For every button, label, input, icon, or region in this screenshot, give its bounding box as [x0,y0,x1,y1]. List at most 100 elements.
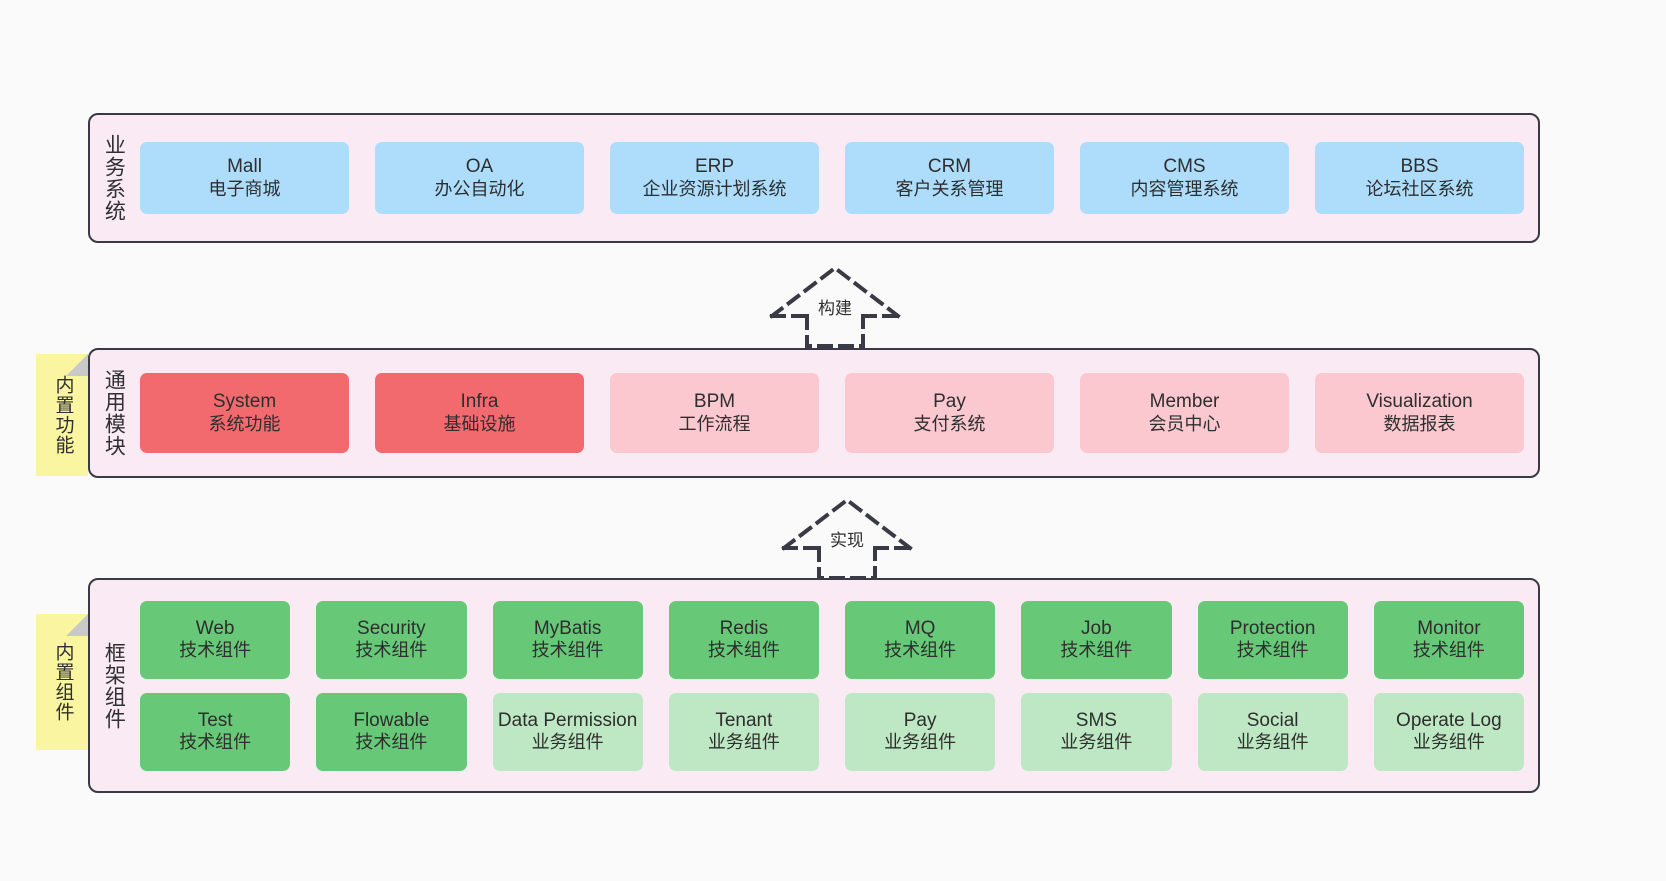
card-title-en: BBS [1400,156,1439,178]
card-title-en: System [212,391,277,413]
connector-build: 构建 [760,258,910,350]
card-title-cn: 工作流程 [678,413,751,434]
card-title-en: Job [1081,617,1112,639]
card-title-en: Social [1246,709,1299,731]
card-title-cn: 论坛社区系统 [1365,178,1474,199]
card-title-en: OA [465,156,494,178]
layer-title-common-modules: 通用模块 [102,369,126,457]
card-title-en: Member [1149,391,1220,413]
card-title-cn: 技术组件 [1060,640,1133,661]
card-title-cn: 技术组件 [884,640,957,661]
card-title-cn: 会员中心 [1148,413,1221,434]
card-title-cn: 技术组件 [1236,640,1309,661]
connector-implement: 实现 [772,490,922,582]
card-title-en: Flowable [353,709,430,731]
card-title-en: BPM [693,391,736,413]
card-title-en: CRM [927,156,972,178]
card-title-en: Visualization [1366,391,1473,413]
card-title-en: MQ [904,617,936,639]
card-title-en: Pay [933,391,966,413]
card-title-en: MyBatis [533,617,602,639]
card-title-en: Tenant [715,709,773,731]
card-title-en: Monitor [1417,617,1481,639]
card-title-en: Operate Log [1396,709,1502,731]
card-title-cn: 支付系统 [913,413,986,434]
card-title-cn: 业务组件 [1236,732,1309,753]
card-title-cn: 数据报表 [1383,413,1456,434]
layer-title-business-systems: 业务系统 [102,134,126,222]
card-title-cn: 业务组件 [884,732,957,753]
card-title-en: ERP [694,156,735,178]
card-title-en: Infra [460,391,499,413]
card-title-en: Test [197,709,233,731]
card-title-cn: 技术组件 [355,640,428,661]
card-title-cn: 内容管理系统 [1130,178,1239,199]
card-title-en: Protection [1229,617,1316,639]
card-title-en: Redis [719,617,769,639]
card-title-en: Data Permission [497,709,638,731]
card-title-en: CMS [1163,156,1206,178]
card-title-cn: 技术组件 [707,640,780,661]
card-title-cn: 技术组件 [179,732,252,753]
card-title-cn: 电子商城 [208,178,281,199]
card-title-cn: 技术组件 [355,732,428,753]
card-title-cn: 基础设施 [443,413,516,434]
card-title-cn: 系统功能 [208,413,281,434]
card-title-cn: 客户关系管理 [895,178,1004,199]
card-title-cn: 技术组件 [179,640,252,661]
card-title-cn: 技术组件 [1412,640,1485,661]
card-title-en: Mall [227,156,262,178]
card-title-cn: 业务组件 [1060,732,1133,753]
card-title-en: Web [195,617,235,639]
layer-title-framework-components: 框架组件 [102,641,126,730]
card-title-cn: 业务组件 [1412,732,1485,753]
card-title-en: SMS [1075,709,1117,731]
card-title-cn: 业务组件 [707,732,780,753]
card-title-cn: 技术组件 [531,640,604,661]
card-title-en: Pay [903,709,937,731]
card-title-cn: 企业资源计划系统 [642,178,787,199]
note-builtin-components: 内置组件 [36,614,88,750]
note-builtin-features: 内置功能 [36,354,88,476]
card-title-cn: 办公自动化 [434,178,525,199]
